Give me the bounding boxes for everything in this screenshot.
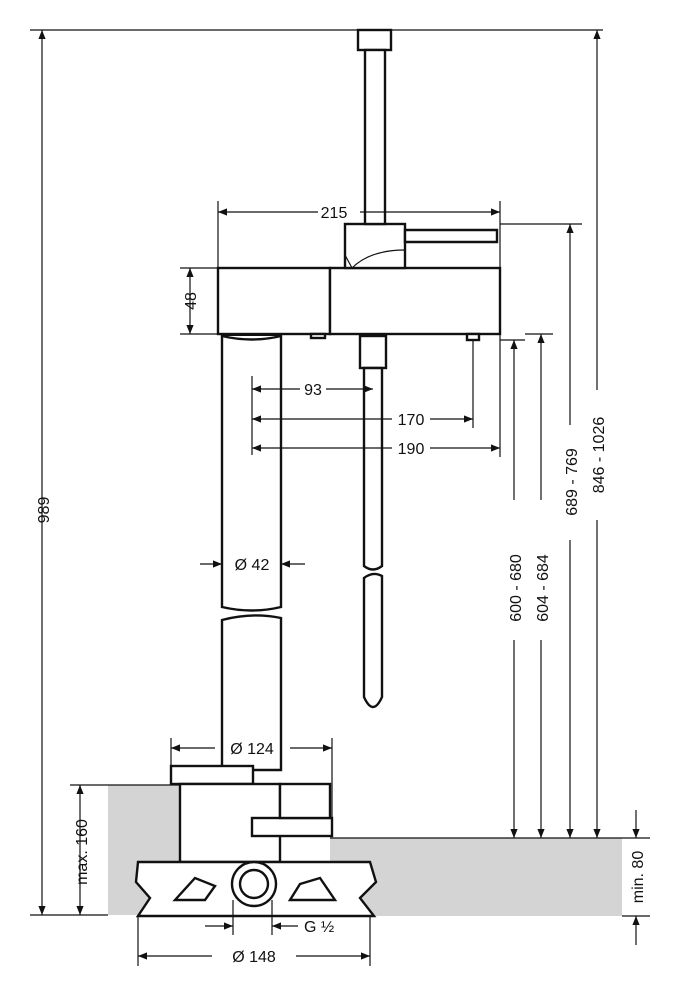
dim-689-769-label: 689 - 769 [564,448,581,516]
dim-48 [180,267,218,335]
dim-190 [252,334,501,457]
dim-846-1026-label: 846 - 1026 [591,417,608,494]
dim-48-label: 48 [183,292,200,310]
dim-80-label: min. 80 [630,851,647,904]
dim-989-label: 989 [36,497,53,524]
dim-42-label: Ø 42 [235,557,270,574]
dim-604-684-label: 604 - 684 [535,554,552,622]
dim-600-680 [500,339,525,838]
shower-rod [356,28,393,226]
hand-shower [358,334,388,709]
dim-170-label: 170 [398,412,425,429]
dim-total-height [30,29,603,916]
body-tab-left [309,332,327,340]
dim-g-label: G ½ [304,919,334,936]
dim-170 [252,340,474,428]
base-unit [134,860,378,918]
body-tab [465,332,481,342]
dim-148-label: Ø 148 [232,949,276,966]
dim-215 [217,201,501,268]
dim-160-label: max. 160 [74,819,91,885]
dim-124 [170,738,333,818]
dim-160 [70,784,108,915]
dim-215-label: 215 [321,205,348,222]
dim-g-half [205,900,298,935]
dim-689-769 [500,223,582,838]
floor-flange [169,764,334,864]
dim-124-label: Ø 124 [230,741,274,758]
dim-93-label: 93 [304,382,322,399]
dim-600-680-label: 600 - 680 [508,554,525,622]
dim-190-label: 190 [398,441,425,458]
riser-pipe [220,334,283,772]
dim-604-684 [525,333,553,838]
dim-148 [137,916,371,966]
dim-80 [622,810,650,945]
mixer-body [216,222,502,336]
